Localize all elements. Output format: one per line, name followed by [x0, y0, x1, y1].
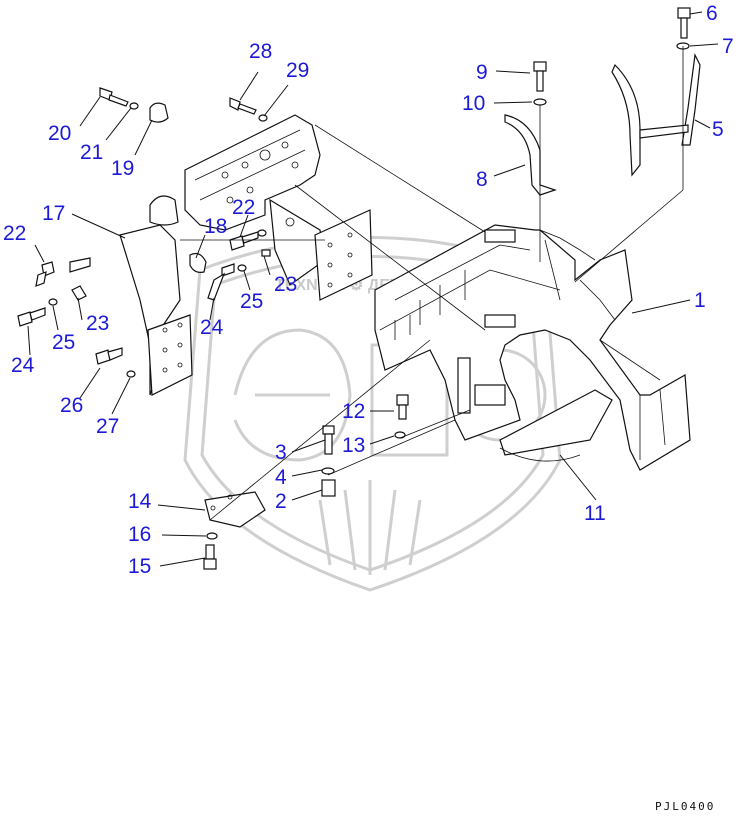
callout-5: 5	[712, 118, 724, 141]
callout-2: 2	[275, 490, 287, 513]
callout-29: 29	[286, 59, 309, 82]
callout-27: 27	[96, 415, 119, 438]
callout-labels: 1 2 3 4 5 6 7 8 9 10 11 12 13 14 15 16 1…	[3, 2, 734, 578]
handle-parts	[504, 52, 701, 196]
leader-lines	[27, 11, 719, 567]
callout-9: 9	[476, 61, 488, 84]
callout-15: 15	[128, 555, 151, 578]
callout-22-left: 22	[3, 222, 26, 245]
callout-10: 10	[462, 92, 485, 115]
cover-part	[499, 389, 613, 462]
callout-24-left: 24	[11, 354, 35, 377]
plate-part	[204, 491, 266, 528]
callout-26: 26	[60, 394, 83, 417]
callout-23-left: 23	[86, 312, 109, 335]
callout-25-left: 25	[52, 331, 75, 354]
callout-25-right: 25	[240, 290, 263, 313]
callout-7: 7	[722, 35, 734, 58]
callout-17: 17	[42, 202, 65, 225]
callout-28: 28	[249, 40, 272, 63]
callout-23-right: 23	[274, 273, 297, 296]
fasteners	[17, 7, 691, 570]
callout-18: 18	[204, 215, 227, 238]
callout-1: 1	[694, 289, 706, 312]
reference-code: PJL0400	[655, 800, 715, 813]
callout-4: 4	[275, 466, 287, 489]
callout-8: 8	[476, 168, 488, 191]
callout-11: 11	[584, 502, 606, 525]
callout-6: 6	[706, 2, 718, 25]
callout-20: 20	[48, 122, 71, 145]
callout-13: 13	[342, 434, 365, 457]
callout-22-right: 22	[232, 196, 255, 219]
callout-19: 19	[111, 157, 134, 180]
top-bracket-part	[184, 114, 326, 286]
callout-12: 12	[342, 400, 365, 423]
callout-24-right: 24	[200, 316, 224, 339]
callout-16: 16	[128, 523, 151, 546]
callout-14: 14	[128, 490, 152, 513]
main-frame-part	[374, 224, 691, 471]
left-bracket-part	[119, 195, 193, 396]
callout-21: 21	[80, 141, 103, 164]
callout-3: 3	[275, 441, 287, 464]
